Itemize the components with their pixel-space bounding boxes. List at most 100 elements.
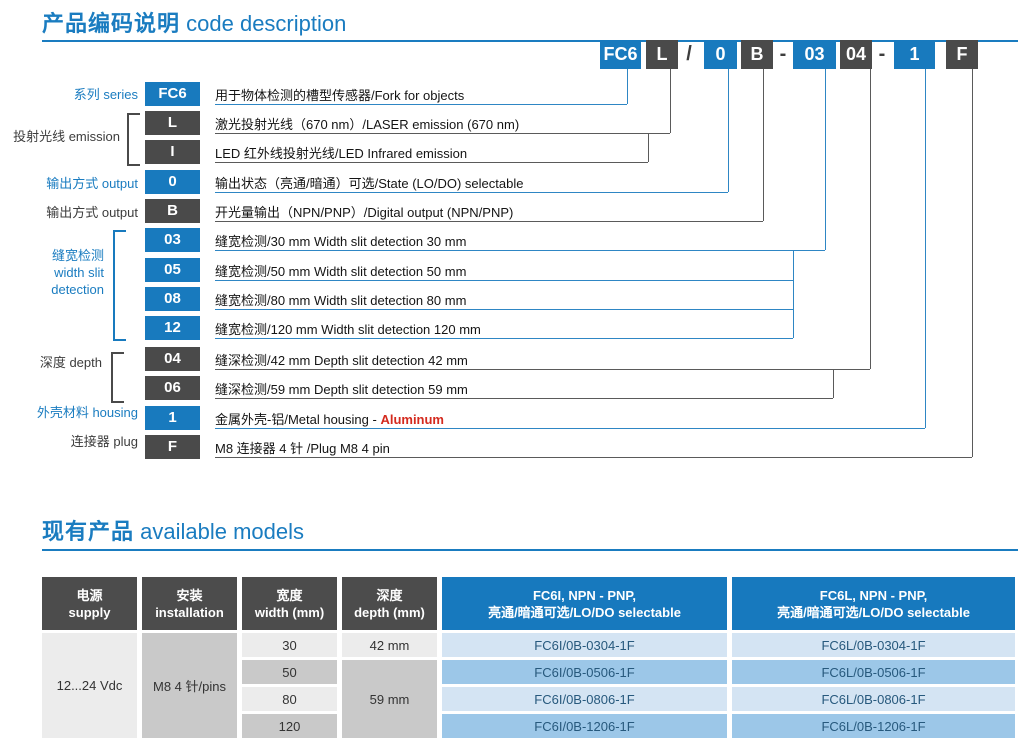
page-title: 产品编码说明 code description (42, 6, 346, 38)
connector-line (648, 133, 649, 162)
code-box-fc6: FC6 (600, 40, 641, 69)
row-box-08: 08 (145, 287, 200, 311)
connector-line (215, 369, 870, 370)
label-output-state: 输出方式 output (46, 176, 138, 191)
row-desc-b: 开光量输出（NPN/PNP）/Digital output (NPN/PNP) (215, 205, 514, 220)
cell-width-50: 50 (242, 660, 337, 684)
code-box-03: 03 (793, 40, 836, 69)
cell-width-80: 80 (242, 687, 337, 711)
connector-line (825, 69, 826, 250)
row-box-fc6: FC6 (145, 82, 200, 106)
cell-model-fc6l-1206: FC6L/0B-1206-1F (732, 714, 1015, 738)
row-box-plug-f: F (145, 435, 200, 459)
connector-line (215, 280, 793, 281)
header-depth: 深度 depth (mm) (342, 577, 437, 630)
row-desc-04: 缝深检测/42 mm Depth slit detection 42 mm (215, 353, 468, 368)
cell-width-30: 30 (242, 633, 337, 657)
cell-depth-59: 59 mm (342, 660, 437, 738)
header-installation: 安装 installation (142, 577, 237, 630)
title-underline (42, 40, 1018, 42)
row-box-l: L (145, 111, 200, 135)
section-underline (42, 549, 1018, 551)
connector-line (215, 309, 793, 310)
row-desc-plug-f: M8 连接器 4 针 /Plug M8 4 pin (215, 441, 390, 456)
row-desc-housing-1: 金属外壳-铝/Metal housing - Aluminum (215, 412, 444, 427)
row-desc-i: LED 红外线投射光线/LED Infrared emission (215, 146, 468, 161)
cell-model-fc6l-0506: FC6L/0B-0506-1F (732, 660, 1015, 684)
cell-width-120: 120 (242, 714, 337, 738)
row-desc-12: 缝宽检测/120 mm Width slit detection 120 mm (215, 322, 481, 337)
code-box-1: 1 (894, 40, 935, 69)
header-fc6l: FC6L, NPN - PNP, 亮通/暗通可选/LO/DO selectabl… (732, 577, 1015, 630)
row-box-03: 03 (145, 228, 200, 252)
label-housing: 外壳材料 housing (36, 405, 138, 420)
row-box-06: 06 (145, 376, 200, 400)
cell-model-fc6l-0304: FC6L/0B-0304-1F (732, 633, 1015, 657)
connector-line (215, 457, 972, 458)
cell-model-fc6i-1206: FC6I/0B-1206-1F (442, 714, 727, 738)
page-title-en: code description (186, 11, 347, 36)
code-box-f: F (946, 40, 978, 69)
bracket-emission (127, 113, 140, 166)
connector-line (215, 428, 925, 429)
label-width-slit: 缝宽检测 width slit detection (51, 248, 104, 297)
label-plug: 连接器 plug (70, 434, 138, 449)
connector-line (215, 398, 833, 399)
aluminum-highlight: Aluminum (380, 412, 444, 427)
row-desc-05: 缝宽检测/50 mm Width slit detection 50 mm (215, 264, 467, 279)
row-box-0: 0 (145, 170, 200, 194)
connector-line (215, 192, 728, 193)
header-fc6i: FC6I, NPN - PNP, 亮通/暗通可选/LO/DO selectabl… (442, 577, 727, 630)
cell-model-fc6i-0506: FC6I/0B-0506-1F (442, 660, 727, 684)
label-output-digital: 输出方式 output (46, 205, 138, 220)
connector-line (728, 69, 729, 192)
cell-model-fc6i-0806: FC6I/0B-0806-1F (442, 687, 727, 711)
connector-line (833, 369, 834, 398)
row-box-i: I (145, 140, 200, 164)
row-box-12: 12 (145, 316, 200, 340)
section-title-available-models: 现有产品 available models (42, 514, 304, 546)
row-box-housing-1: 1 (145, 406, 200, 430)
connector-line (972, 69, 973, 457)
row-desc-08: 缝宽检测/80 mm Width slit detection 80 mm (215, 293, 467, 308)
code-box-04: 04 (840, 40, 872, 69)
label-depth: 深度 depth (39, 355, 102, 370)
connector-line (215, 133, 670, 134)
row-box-b: B (145, 199, 200, 223)
connector-line (215, 250, 825, 251)
code-box-0: 0 (704, 40, 737, 69)
row-desc-03: 缝宽检测/30 mm Width slit detection 30 mm (215, 234, 467, 249)
connector-line (763, 69, 764, 221)
header-width: 宽度 width (mm) (242, 577, 337, 630)
cell-installation: M8 4 针/pins (142, 633, 237, 738)
page-title-zh: 产品编码说明 (42, 11, 181, 37)
cell-model-fc6i-0304: FC6I/0B-0304-1F (442, 633, 727, 657)
code-separator-slash: / (686, 43, 692, 65)
code-box-b: B (741, 40, 773, 69)
models-table: 电源 supply 安装 installation 宽度 width (mm) … (42, 577, 1015, 738)
code-separator-dash: - (779, 43, 787, 65)
row-desc-0: 输出状态（亮通/暗通）可选/State (LO/DO) selectable (215, 176, 524, 191)
row-desc-fc6: 用于物体检测的槽型传感器/Fork for objects (215, 88, 465, 103)
connector-line (870, 69, 871, 369)
connector-line (925, 69, 926, 428)
cell-depth-42: 42 mm (342, 633, 437, 657)
row-box-04: 04 (145, 347, 200, 371)
cell-model-fc6l-0806: FC6L/0B-0806-1F (732, 687, 1015, 711)
header-supply: 电源 supply (42, 577, 137, 630)
cell-supply: 12...24 Vdc (42, 633, 137, 738)
row-box-05: 05 (145, 258, 200, 282)
connector-line (215, 104, 627, 105)
connector-line (215, 338, 793, 339)
row-desc-06: 缝深检测/59 mm Depth slit detection 59 mm (215, 382, 468, 397)
code-box-l: L (646, 40, 678, 69)
connector-line (670, 69, 671, 133)
bracket-width-slit (113, 230, 126, 341)
label-emission: 投射光线 emission (13, 129, 120, 144)
bracket-depth (111, 352, 124, 403)
code-separator-dash2: - (878, 43, 886, 65)
connector-line (215, 221, 763, 222)
row-desc-l: 激光投射光线（670 nm）/LASER emission (670 nm) (215, 117, 520, 132)
section-title-en: available models (140, 519, 305, 544)
